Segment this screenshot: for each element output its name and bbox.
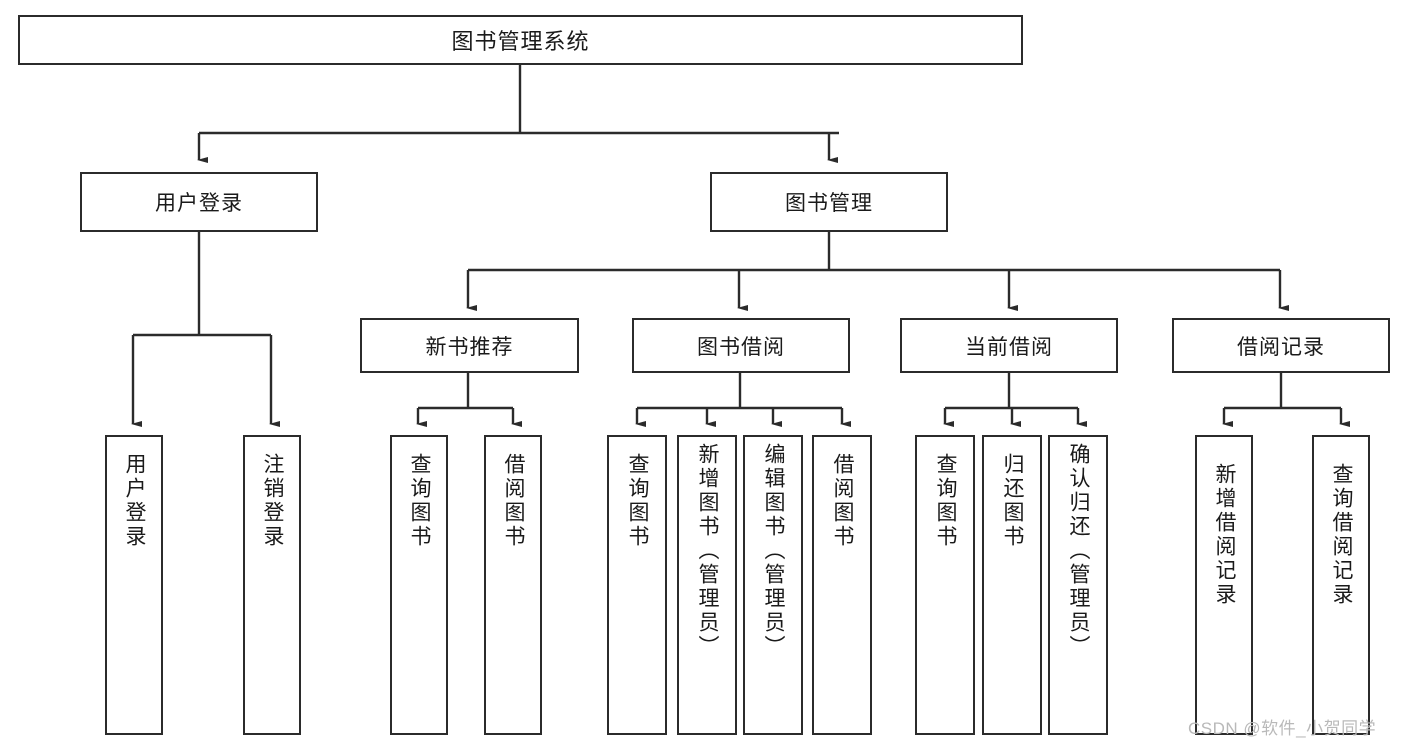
node-label: 借阅图书 — [502, 453, 526, 549]
node-borrow-record[interactable]: 借阅记录 — [1172, 318, 1390, 373]
node-label: 借阅记录 — [1237, 335, 1325, 359]
watermark-text: CSDN @软件_小贺同学 — [1188, 719, 1377, 738]
leaf-current-query-book[interactable]: 查询图书 — [915, 435, 975, 735]
node-label: 查询图书 — [934, 453, 958, 549]
leaf-user-login[interactable]: 用户登录 — [105, 435, 163, 735]
leaf-borrow-query-book[interactable]: 查询图书 — [607, 435, 667, 735]
leaf-current-confirm-return-admin[interactable]: 确认归还（管理员） — [1048, 435, 1108, 735]
node-user-login[interactable]: 用户登录 — [80, 172, 318, 232]
leaf-recommend-query-book[interactable]: 查询图书 — [390, 435, 448, 735]
node-label: 用户登录 — [155, 192, 243, 215]
node-label: 新书推荐 — [425, 335, 514, 359]
leaf-borrow-borrow-book[interactable]: 借阅图书 — [812, 435, 872, 735]
node-label: 新增图书（管理员） — [696, 443, 720, 659]
leaf-recommend-borrow-book[interactable]: 借阅图书 — [484, 435, 542, 735]
leaf-borrow-edit-book-admin[interactable]: 编辑图书（管理员） — [743, 435, 803, 735]
leaf-record-add-borrow-record[interactable]: 新增借阅记录 — [1195, 435, 1253, 735]
node-label: 查询图书 — [408, 453, 432, 549]
leaf-record-query-borrow-record[interactable]: 查询借阅记录 — [1312, 435, 1370, 735]
node-label: 注销登录 — [261, 453, 285, 549]
node-book-borrow[interactable]: 图书借阅 — [632, 318, 850, 373]
node-new-book-recommend[interactable]: 新书推荐 — [360, 318, 579, 373]
node-current-borrow[interactable]: 当前借阅 — [900, 318, 1118, 373]
node-label: 图书管理 — [785, 192, 873, 215]
node-label: 借阅图书 — [831, 453, 855, 549]
node-label: 查询借阅记录 — [1330, 463, 1354, 607]
node-label: 确认归还（管理员） — [1067, 443, 1091, 659]
node-label: 图书管理系统 — [451, 29, 590, 54]
leaf-user-logout[interactable]: 注销登录 — [243, 435, 301, 735]
node-label: 编辑图书（管理员） — [762, 443, 786, 659]
node-root-book-management-system[interactable]: 图书管理系统 — [18, 15, 1023, 65]
node-label: 当前借阅 — [965, 335, 1053, 359]
leaf-current-return-book[interactable]: 归还图书 — [982, 435, 1042, 735]
node-label: 新增借阅记录 — [1213, 463, 1237, 607]
leaf-borrow-add-book-admin[interactable]: 新增图书（管理员） — [677, 435, 737, 735]
node-label: 图书借阅 — [697, 335, 785, 359]
node-label: 查询图书 — [626, 453, 650, 549]
node-label: 用户登录 — [123, 453, 147, 549]
node-label: 归还图书 — [1001, 453, 1025, 549]
node-book-management[interactable]: 图书管理 — [710, 172, 948, 232]
